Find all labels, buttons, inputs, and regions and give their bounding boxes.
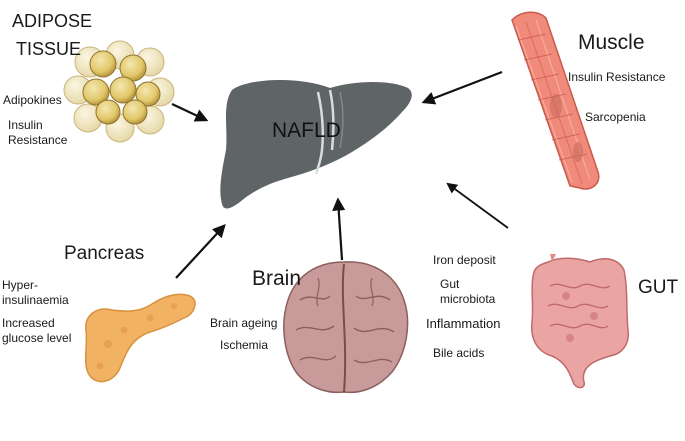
muscle-illustration <box>511 11 600 190</box>
gut-illustration <box>530 254 630 389</box>
arrow-gut-to-nafld <box>446 182 509 229</box>
muscle-title: Muscle <box>578 31 645 54</box>
gut-title: GUT <box>638 277 679 298</box>
muscle-factor-insulin-resistance: Insulin Resistance <box>568 70 666 84</box>
liver-illustration <box>220 79 412 209</box>
gut-factor-bile-acids: Bile acids <box>433 346 485 360</box>
nafld-label: NAFLD <box>272 119 341 142</box>
pancreas-factor-hyperinsulinaemia: Hyper- insulinaemia <box>2 278 69 307</box>
brain-illustration <box>283 261 409 394</box>
brain-title: Brain <box>252 267 302 290</box>
adipose-title-line2: TISSUE <box>16 39 82 59</box>
gut-factor-iron-deposit: Iron deposit <box>433 253 496 267</box>
pancreas-factor-glucose: Increased glucose level <box>2 316 72 345</box>
brain-factor-ischemia: Ischemia <box>220 338 269 352</box>
gut-factor-inflammation: Inflammation <box>426 316 501 331</box>
brain-factor-ageing: Brain ageing <box>210 316 278 330</box>
pancreas-title: Pancreas <box>64 243 145 264</box>
adipose-factor-adipokines: Adipokines <box>3 93 62 107</box>
adipose-factor-insulin-resistance: Insulin Resistance <box>8 118 68 147</box>
gut-factor-microbiota: Gut microbiota <box>440 277 496 306</box>
arrow-adipose-to-nafld <box>171 103 209 122</box>
pancreas-illustration <box>84 293 196 383</box>
arrows <box>171 70 509 279</box>
liver-shape <box>220 79 412 209</box>
arrow-brain-to-nafld <box>332 197 346 261</box>
arrow-pancreas-to-nafld <box>175 224 226 279</box>
adipose-illustration <box>63 40 175 143</box>
adipose-title-line1: ADIPOSE <box>12 11 93 31</box>
arrow-muscle-to-nafld <box>421 70 503 105</box>
muscle-factor-sarcopenia: Sarcopenia <box>585 110 646 124</box>
